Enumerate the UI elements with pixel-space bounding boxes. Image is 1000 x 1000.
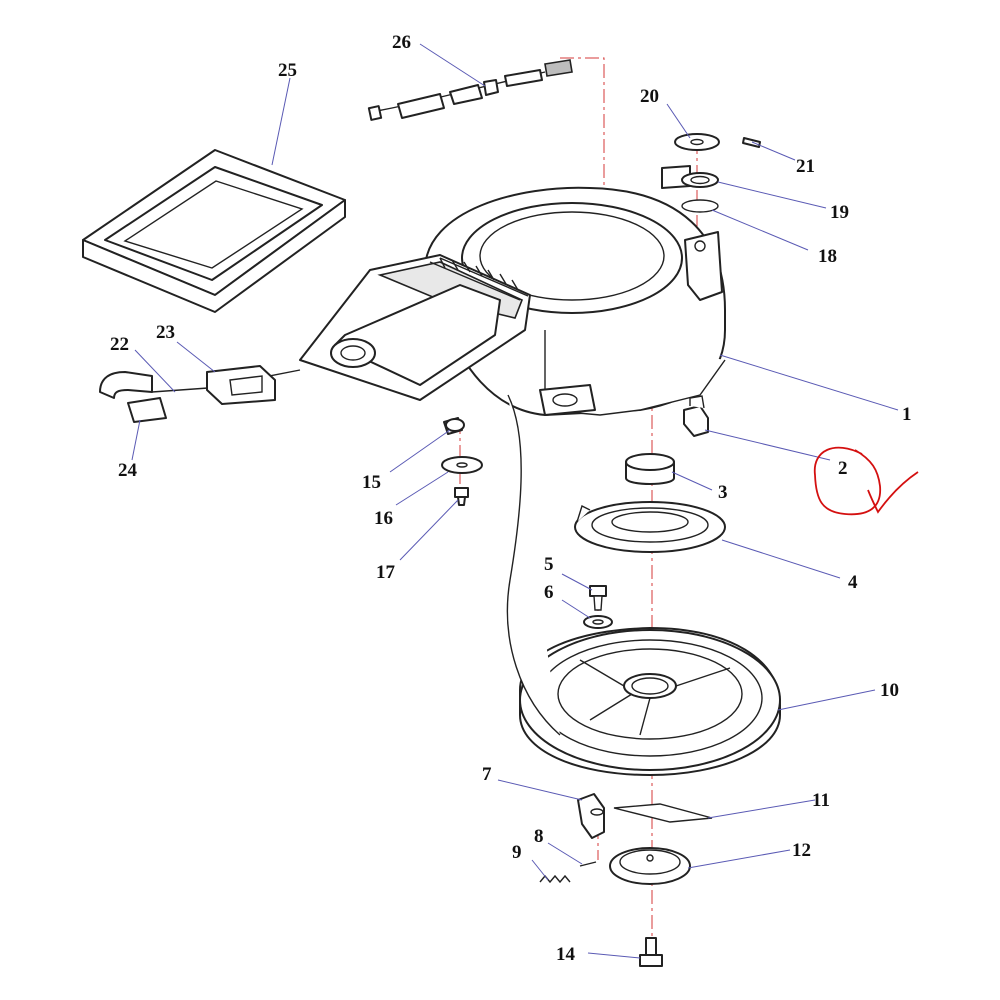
callout-18: 18 [818, 246, 837, 267]
part-18-spring-ring [681, 199, 719, 213]
part-20-washer [674, 133, 720, 151]
callout-23: 23 [156, 322, 175, 343]
callout-9: 9 [512, 842, 522, 863]
callout-15: 15 [362, 472, 381, 493]
part-6-washer [583, 615, 613, 629]
callout-14: 14 [556, 944, 576, 965]
part-3-ring [625, 453, 675, 485]
callout-10: 10 [880, 680, 899, 701]
callout-5: 5 [544, 554, 554, 575]
part-5-bolt [589, 585, 607, 611]
part-4-spring [574, 501, 726, 553]
callout-3: 3 [718, 482, 728, 503]
callout-19: 19 [830, 202, 849, 223]
callout-12: 12 [792, 840, 811, 861]
callout-20: 20 [640, 86, 659, 107]
callout-25: 25 [278, 60, 297, 81]
callout-11: 11 [812, 790, 830, 811]
callout-24: 24 [118, 460, 138, 481]
part-8-pin [579, 861, 597, 867]
part-1-housing [299, 186, 726, 416]
callout-17: 17 [376, 562, 396, 583]
part-14-bolt [639, 937, 663, 967]
callout-4: 4 [848, 572, 858, 593]
part-25-filter-frame [82, 149, 346, 313]
part-11-plate [613, 803, 713, 823]
part-2-pawl [683, 395, 709, 437]
part-12-cover [609, 847, 691, 885]
callout-21: 21 [796, 156, 815, 177]
callout-7: 7 [482, 764, 492, 785]
callout-16: 16 [374, 508, 393, 529]
part-15-bushing [443, 417, 465, 435]
callout-26: 26 [392, 32, 411, 53]
part-26-cable [367, 59, 573, 121]
callout-labels: 26 25 20 21 19 18 1 2 3 4 5 6 10 7 11 8 … [110, 32, 912, 965]
part-9-spring [539, 874, 571, 884]
part-10-pulley [506, 394, 781, 776]
part-19-lever [661, 165, 719, 189]
part-16-washer [441, 456, 483, 474]
part-17-screw [454, 487, 469, 506]
callout-22: 22 [110, 334, 129, 355]
callout-8: 8 [534, 826, 544, 847]
leader-lines [131, 43, 899, 959]
part-21-pin [742, 137, 761, 148]
callout-2: 2 [838, 458, 848, 479]
part-22-24-choke [99, 365, 301, 423]
callout-6: 6 [544, 582, 554, 603]
red-markup-annotation [814, 446, 919, 516]
callout-1: 1 [902, 404, 912, 425]
part-7-ratchet [577, 793, 605, 839]
